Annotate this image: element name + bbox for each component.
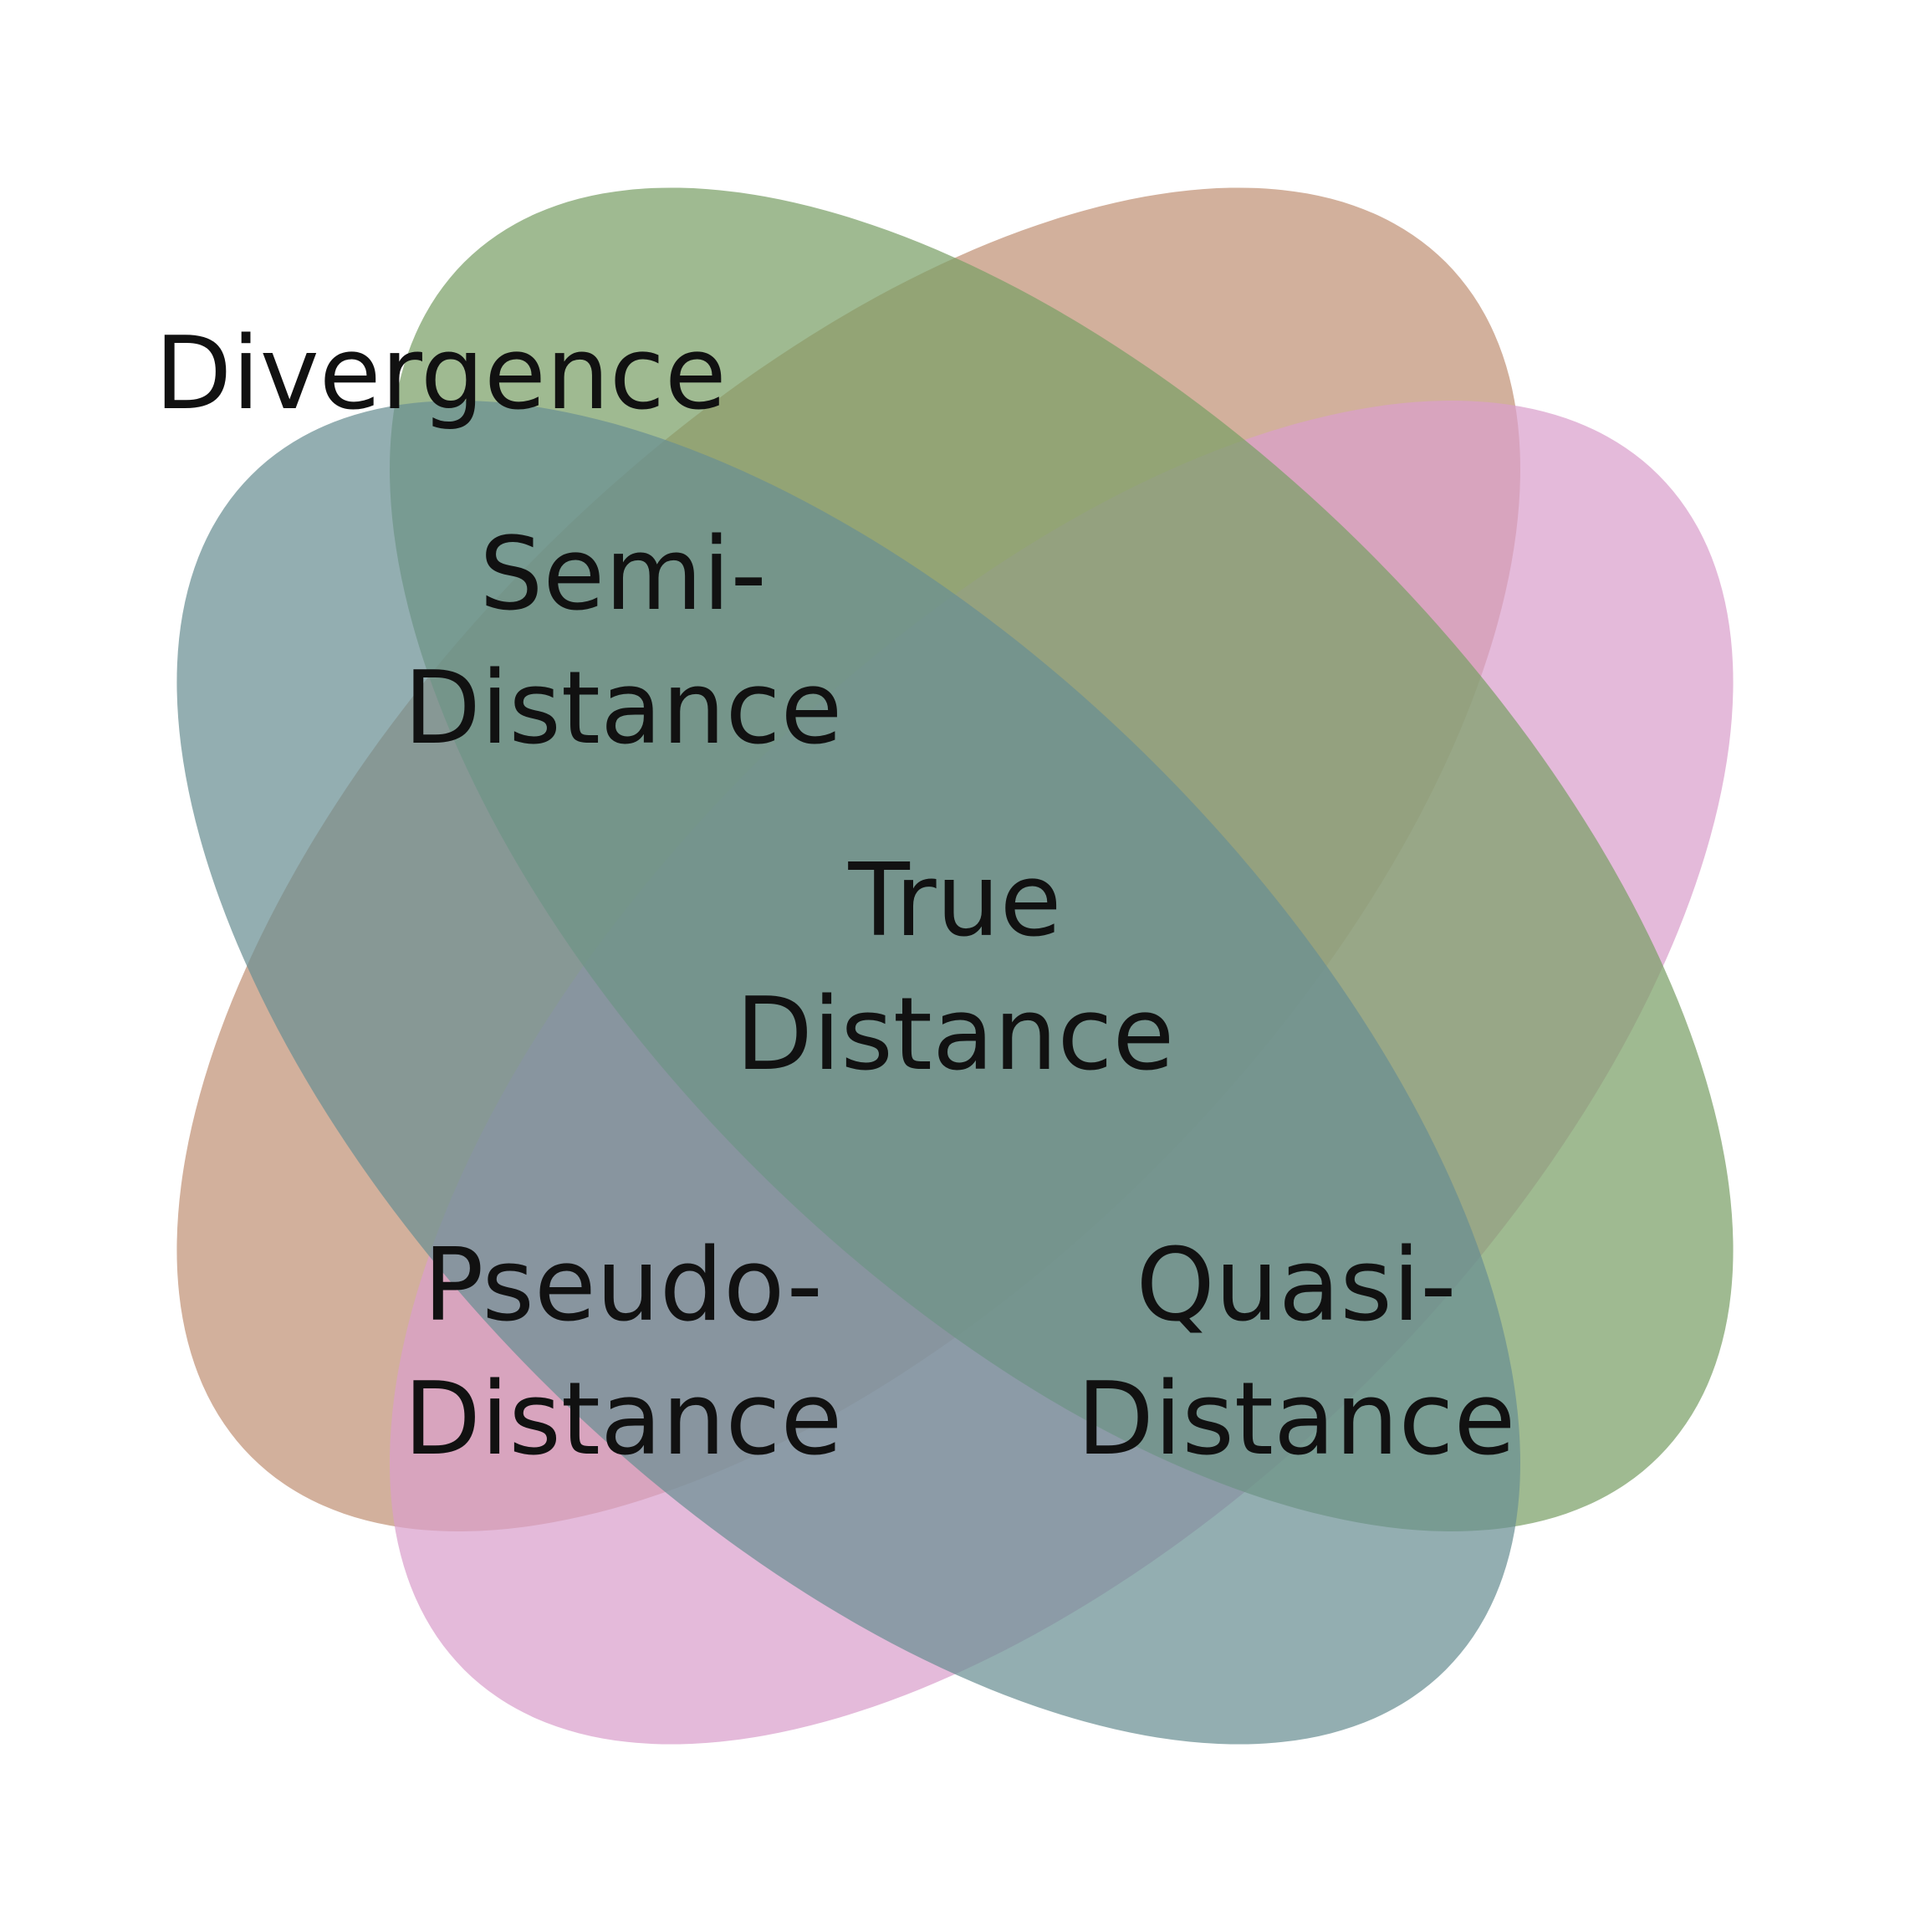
label-quasi-distance-line1: Quasi- <box>1136 1228 1456 1344</box>
teal-set-petal <box>176 401 1520 1745</box>
label-semi-distance-line2: Distance <box>404 651 843 767</box>
label-true-distance-line2: Distance <box>736 977 1175 1093</box>
label-pseudo-distance-line1: Pseudo- <box>423 1228 823 1344</box>
label-semi-distance-line1: Semi- <box>479 517 767 633</box>
venn-labels: Divergence Semi- Distance True Distance … <box>155 316 1515 1478</box>
label-quasi-distance-line2: Distance <box>1077 1362 1516 1478</box>
label-true-distance-line1: True <box>848 843 1062 959</box>
label-divergence: Divergence <box>155 316 727 432</box>
label-pseudo-distance-line2: Distance <box>404 1362 843 1478</box>
